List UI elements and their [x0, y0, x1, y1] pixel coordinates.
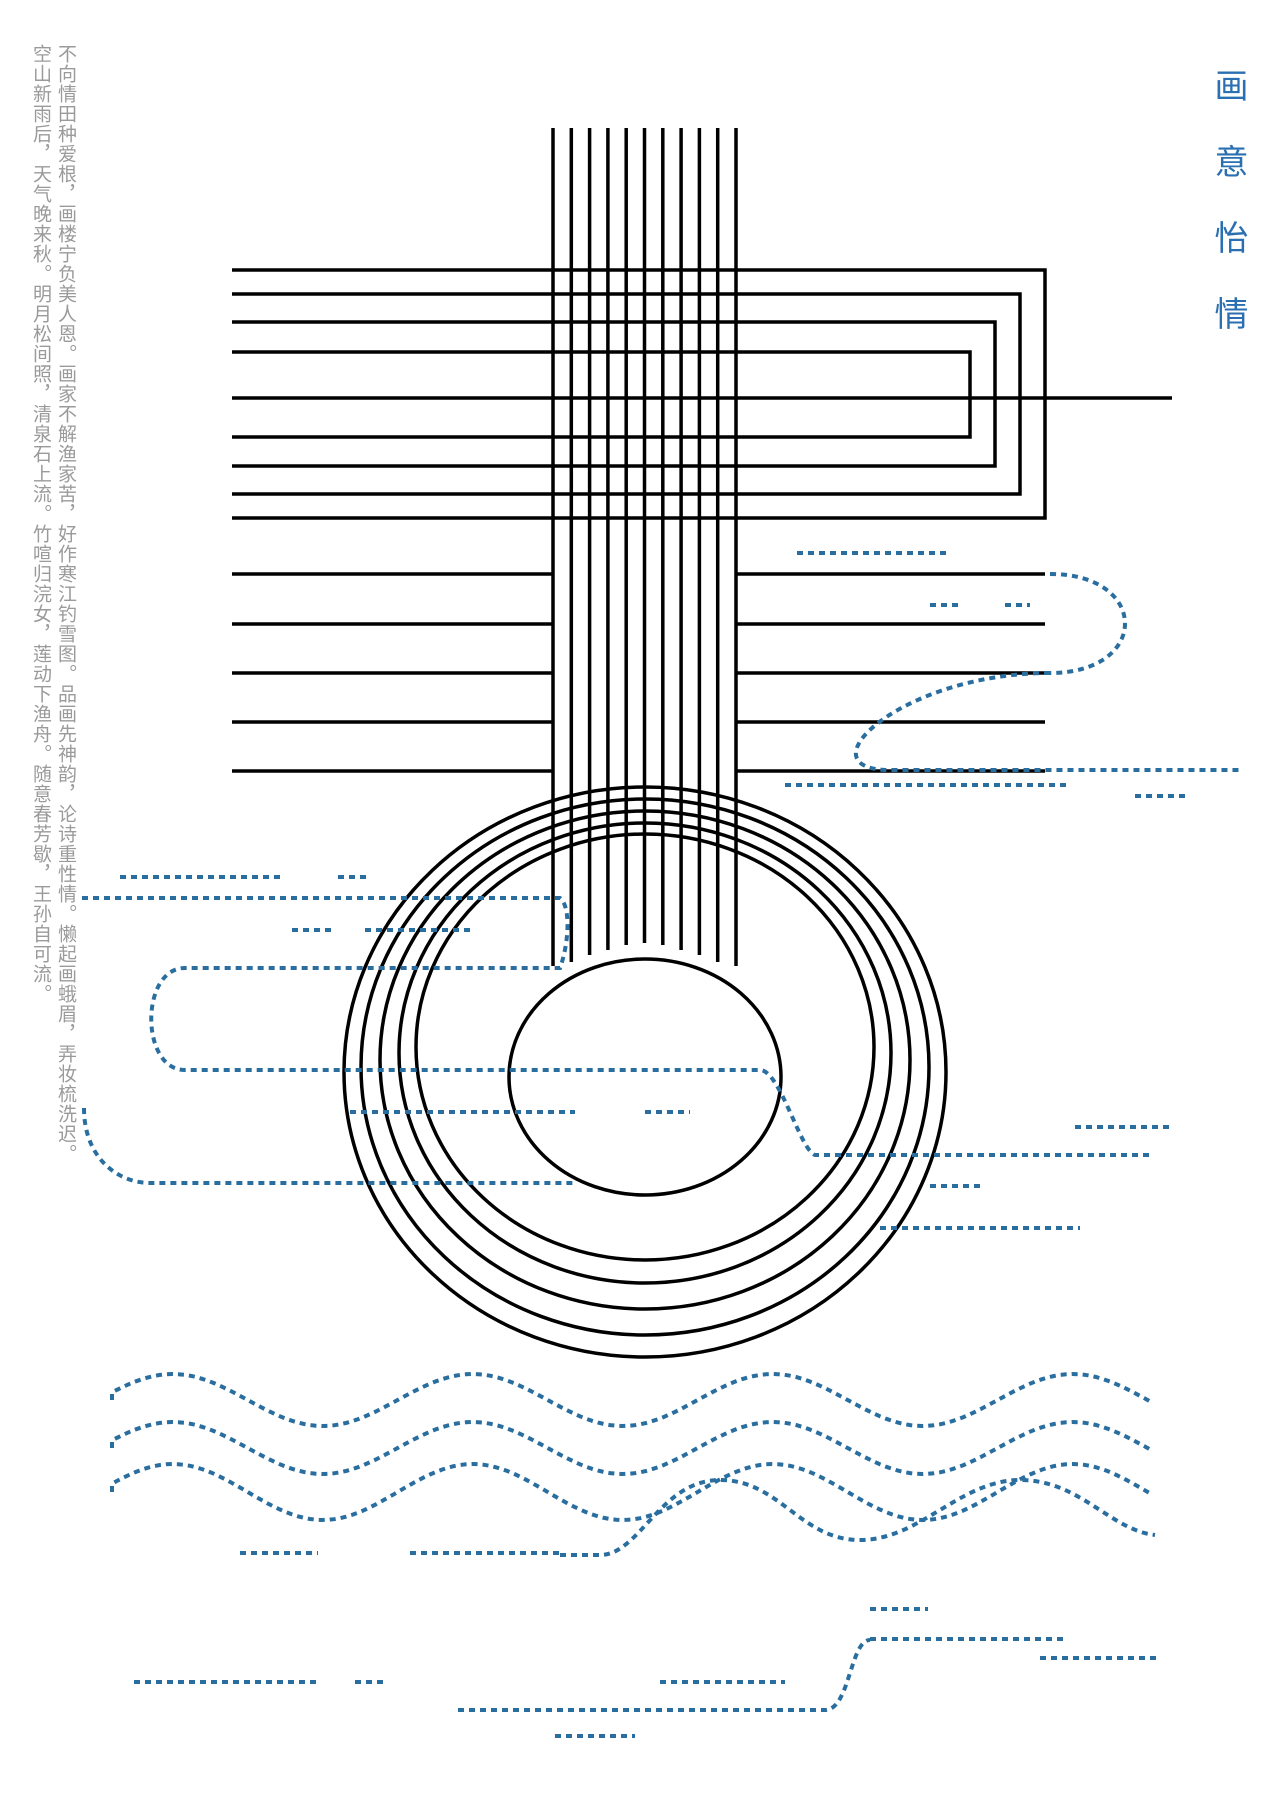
loop-line [232, 268, 1047, 520]
horizontal-lines [232, 268, 1172, 773]
loop-line [232, 350, 972, 439]
loop-line [232, 320, 997, 468]
cloud-line [82, 896, 1150, 1157]
circle-ring [342, 785, 948, 1359]
circle-ring [397, 821, 893, 1285]
poem-column-left: 不向情田种爱根，画楼宁负美人恩。画家不解渔家苦，好作寒江钓雪图。品画先神韵，论诗… [55, 44, 77, 1164]
circle-ring [378, 809, 912, 1311]
inner-circle [507, 957, 783, 1197]
wave-line [110, 1371, 1151, 1429]
dotted-clouds [82, 572, 1240, 1185]
wave-line [560, 1477, 1156, 1557]
dotted-dash [458, 1638, 871, 1712]
circle-ring [414, 832, 876, 1262]
wave-line [110, 1419, 1151, 1477]
circle-ring [359, 797, 931, 1337]
cloud-line [82, 1107, 575, 1185]
cloud-line [1049, 572, 1127, 675]
concentric-circles [342, 785, 948, 1359]
poem-column-right: 空山新雨后，天气晚来秋。明月松间照，清泉石上流。竹喧归浣女，莲动下渔舟。随意春芳… [30, 44, 52, 1004]
cloud-line [853, 671, 1240, 772]
dotted-waves [110, 1371, 1156, 1557]
wave-line [110, 1461, 1152, 1523]
loop-line [232, 292, 1022, 496]
poster-title: 画意怡情 [1208, 68, 1248, 372]
vertical-strings [551, 128, 738, 966]
dotted-dashes [120, 551, 1190, 1738]
